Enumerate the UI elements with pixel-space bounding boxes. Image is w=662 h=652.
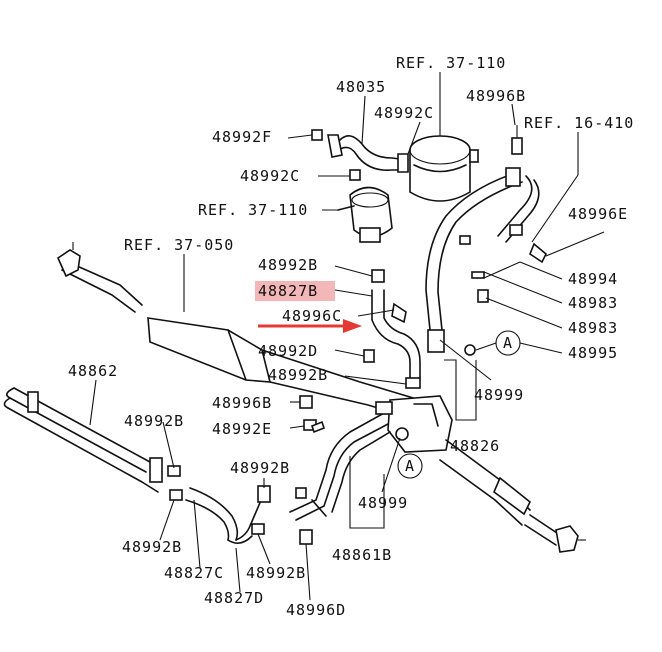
label-48994: 48994	[568, 270, 618, 288]
callout-circle-a-lower	[397, 453, 423, 479]
label-48992b-1: 48992B	[258, 256, 318, 274]
label-48996b-mid: 48996B	[212, 394, 272, 412]
steering-rack	[56, 242, 586, 553]
label-48827d: 48827D	[204, 589, 264, 607]
suction-hose-48035	[311, 129, 409, 181]
label-48992b-2: 48992B	[268, 366, 328, 384]
callout-a-right: A	[503, 334, 513, 352]
label-48826: 48826	[450, 437, 500, 455]
label-48996c: 48996C	[282, 307, 342, 325]
label-48992b-5: 48992B	[122, 538, 182, 556]
label-48999-right: 48999	[474, 386, 524, 404]
cooler-hoses	[185, 485, 271, 544]
fittings-right	[471, 125, 547, 303]
oil-reservoir	[409, 118, 479, 202]
power-steering-pump	[337, 186, 393, 243]
label-48035: 48035	[336, 78, 386, 96]
label-48827c: 48827C	[164, 564, 224, 582]
label-48992c-top: 48992C	[374, 104, 434, 122]
label-48827b: 48827B	[258, 282, 318, 300]
label-48992f: 48992F	[212, 128, 272, 146]
return-hoses	[363, 269, 421, 389]
label-48996b-top: 48996B	[466, 87, 526, 105]
label-48983-a: 48983	[568, 294, 618, 312]
label-48983-b: 48983	[568, 319, 618, 337]
label-48992b-3: 48992B	[124, 412, 184, 430]
label-48992e: 48992E	[212, 420, 272, 438]
label-48999-low: 48999	[358, 494, 408, 512]
highlight-arrow	[258, 319, 362, 333]
pressure-hose-48826	[425, 167, 540, 356]
highlight-box	[255, 281, 335, 301]
label-48995: 48995	[568, 344, 618, 362]
callout-a-lower: A	[405, 457, 415, 475]
label-48862: 48862	[68, 362, 118, 380]
leader-lines	[89, 72, 605, 601]
label-ref-37-050: REF. 37-050	[124, 236, 234, 254]
label-48996e: 48996E	[568, 205, 628, 223]
label-ref-37-110-top: REF. 37-110	[396, 54, 506, 72]
label-48992b-6: 48992B	[246, 564, 306, 582]
oil-cooler-48862	[3, 387, 183, 501]
label-ref-16-410: REF. 16-410	[524, 114, 634, 132]
label-48996d: 48996D	[286, 601, 346, 619]
label-48992c-mid: 48992C	[240, 167, 300, 185]
label-ref-37-110-mid: REF. 37-110	[198, 201, 308, 219]
label-48992d: 48992D	[258, 342, 318, 360]
label-48861b: 48861B	[332, 546, 392, 564]
label-48992b-4: 48992B	[230, 459, 290, 477]
pressure-pipe-48861b	[251, 395, 409, 545]
part-labels: REF. 37-110 48035 48996B 48992C REF. 16-…	[68, 54, 634, 619]
